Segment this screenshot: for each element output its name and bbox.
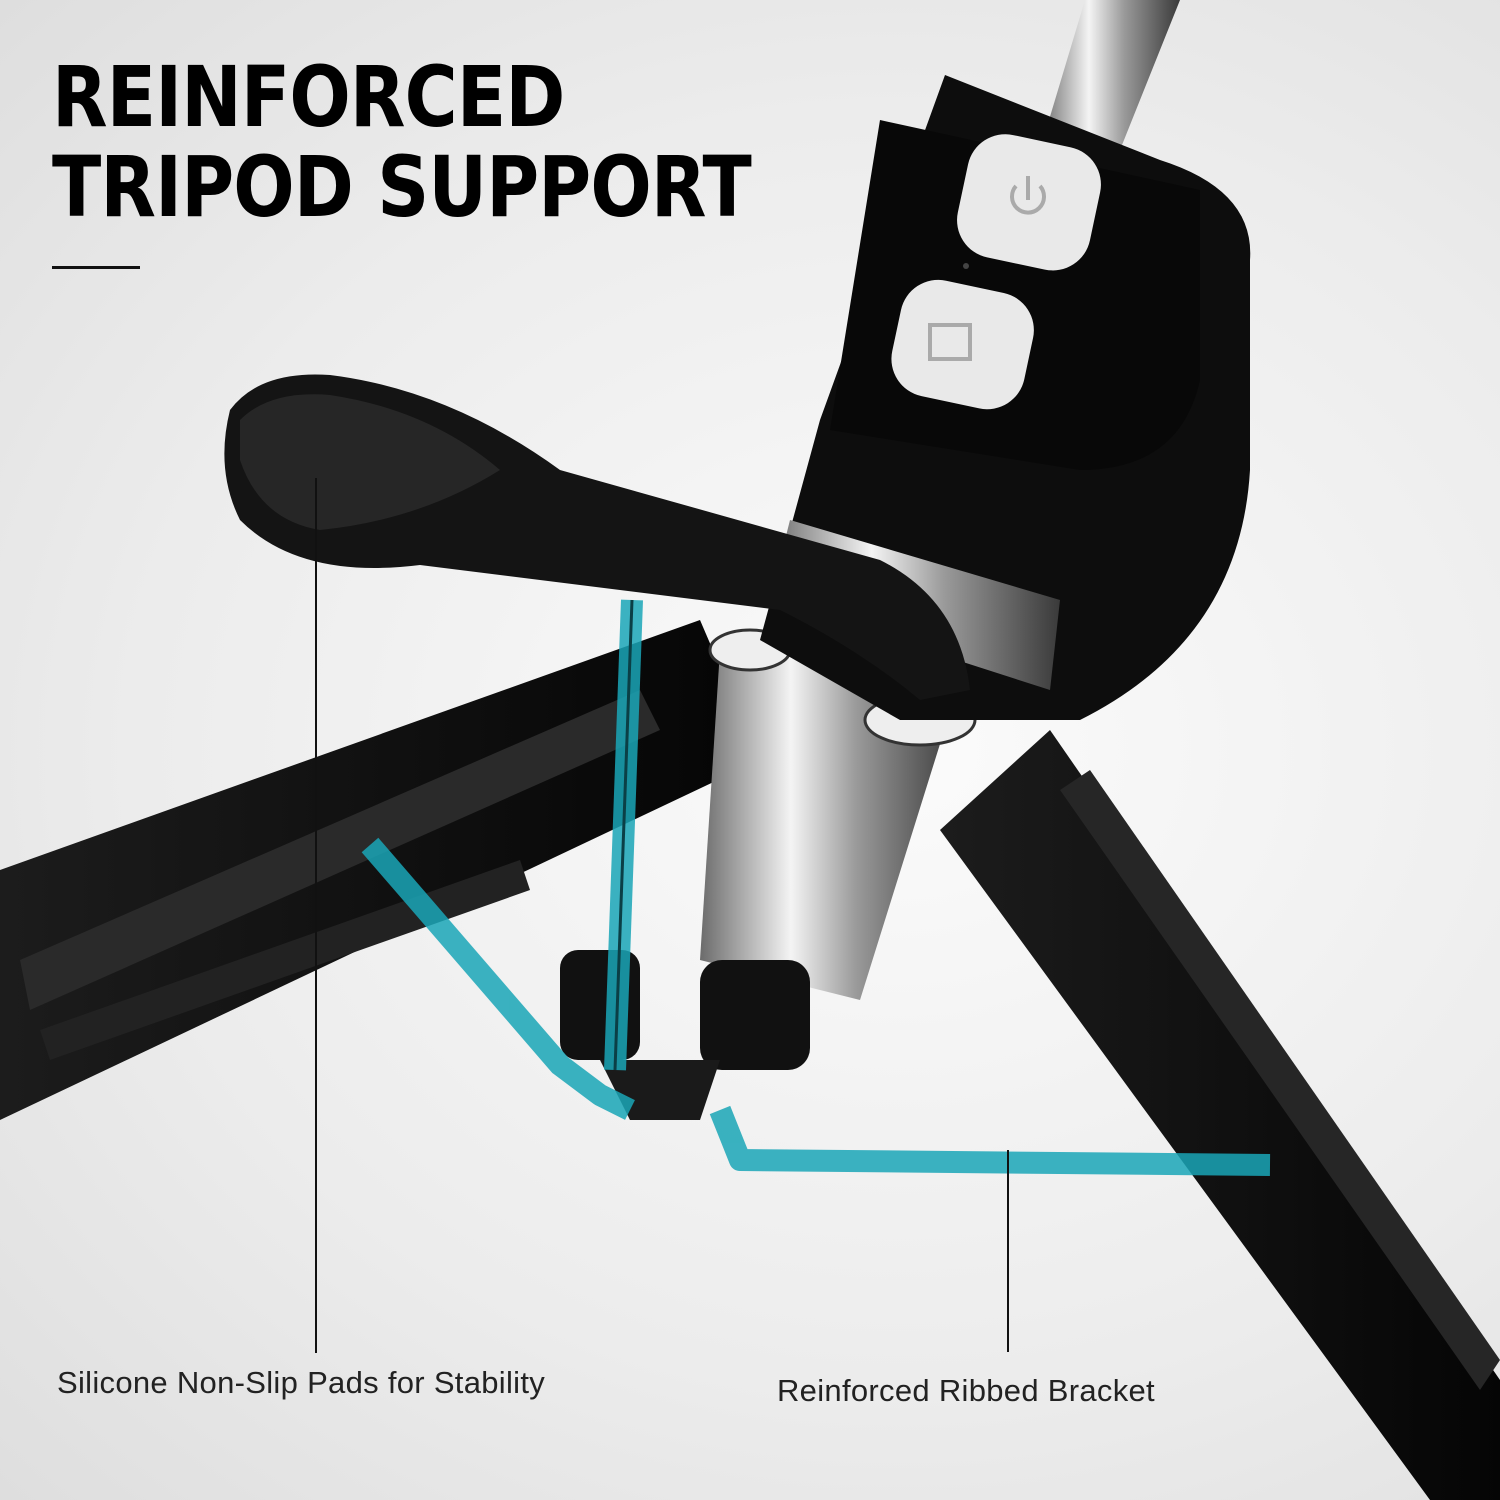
title-line-1: REINFORCED (52, 48, 565, 146)
power-icon (1010, 176, 1046, 215)
title-line-2: TRIPOD SUPPORT (52, 138, 752, 236)
callout-label-bracket: Reinforced Ribbed Bracket (777, 1373, 1155, 1408)
telescopic-pole (1040, 0, 1180, 150)
leg-joint-base (560, 950, 810, 1120)
phone-clamp-arm (224, 374, 970, 700)
callout-label-pads: Silicone Non-Slip Pads for Stability (57, 1365, 546, 1400)
power-button[interactable] (950, 127, 1108, 277)
title-underline (52, 266, 140, 269)
led-indicator (963, 263, 969, 269)
tripod-leg-right (940, 730, 1500, 1500)
shutter-button[interactable] (884, 273, 1041, 416)
shutter-icon (928, 323, 972, 361)
page-title: REINFORCED TRIPOD SUPPORT (52, 48, 752, 236)
